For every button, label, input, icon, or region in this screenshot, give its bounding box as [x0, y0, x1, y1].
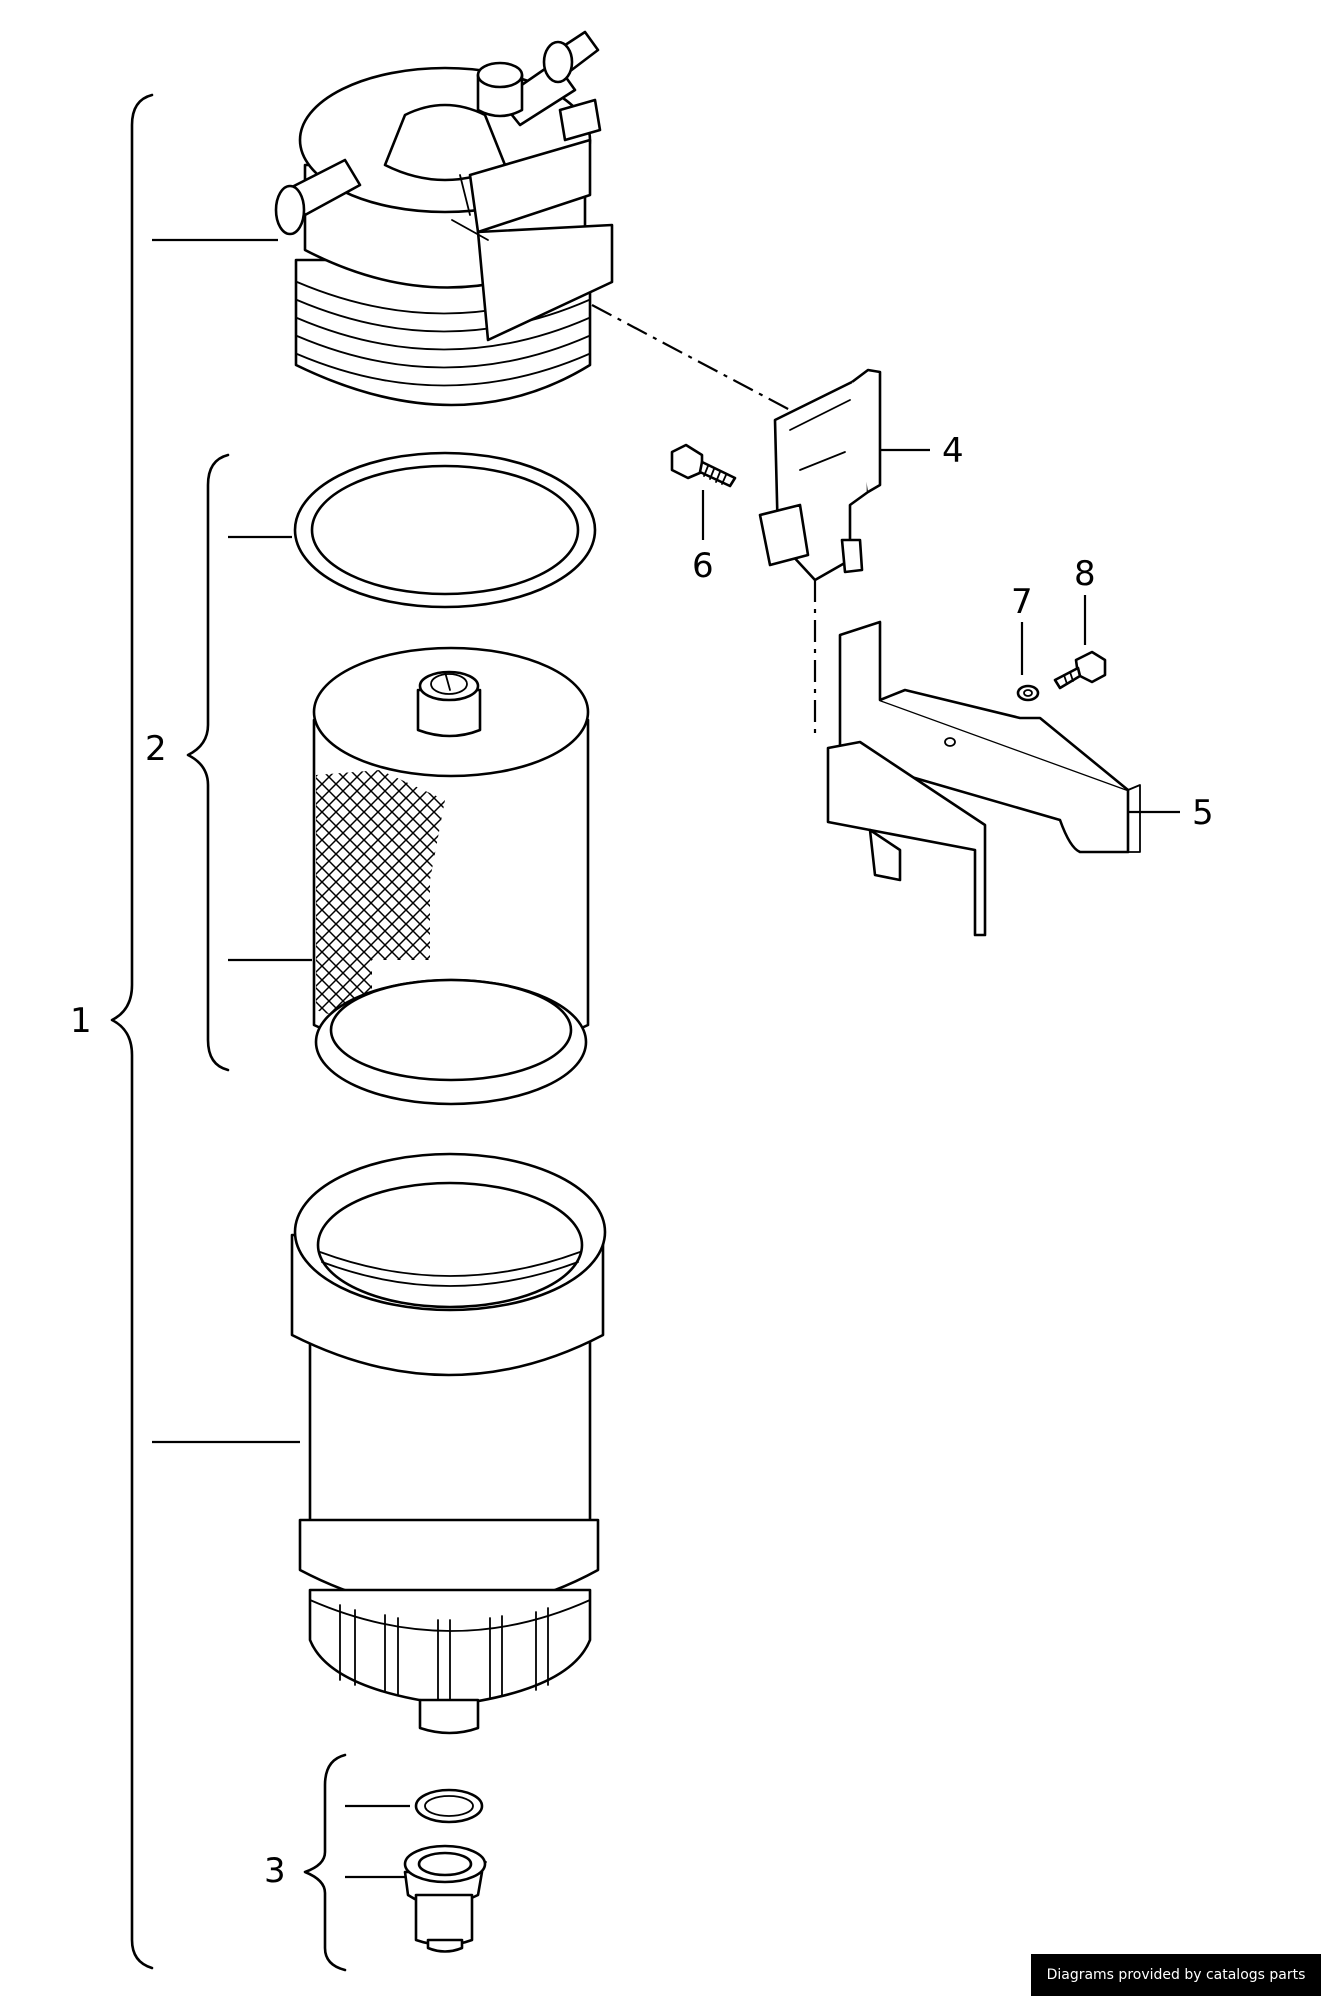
callout-3: 3 [264, 1851, 286, 1891]
bracket-part-4 [758, 368, 882, 582]
callout-2: 2 [145, 729, 167, 769]
seal-ring [293, 451, 597, 609]
bolt-part-8 [1053, 650, 1107, 690]
callout-6: 6 [692, 546, 714, 586]
diagram-credit-text: Diagrams provided by catalogs parts [1046, 1967, 1306, 1983]
filter-element [312, 646, 590, 1106]
brace-drain-kit-3 [303, 1753, 347, 1972]
callout-8: 8 [1074, 554, 1096, 594]
callout-7: 7 [1011, 582, 1033, 622]
drain-plug [403, 1844, 487, 1953]
callout-4: 4 [942, 431, 964, 471]
filter-bowl [290, 1152, 607, 1735]
bolt-part-6 [670, 443, 737, 488]
assembly-line-head-to-bracket [591, 304, 791, 411]
callout-5: 5 [1192, 793, 1214, 833]
filter-head [274, 30, 614, 407]
bracket-part-5 [826, 620, 1141, 937]
brace-filter-kit-2 [186, 453, 230, 1072]
brace-assembly-1 [110, 93, 154, 1970]
drain-oring [414, 1788, 484, 1824]
callout-1: 1 [70, 1001, 92, 1041]
diagram-credit-banner: Diagrams provided by catalogs parts [1031, 1954, 1321, 1996]
washer-part-7 [1016, 684, 1040, 702]
